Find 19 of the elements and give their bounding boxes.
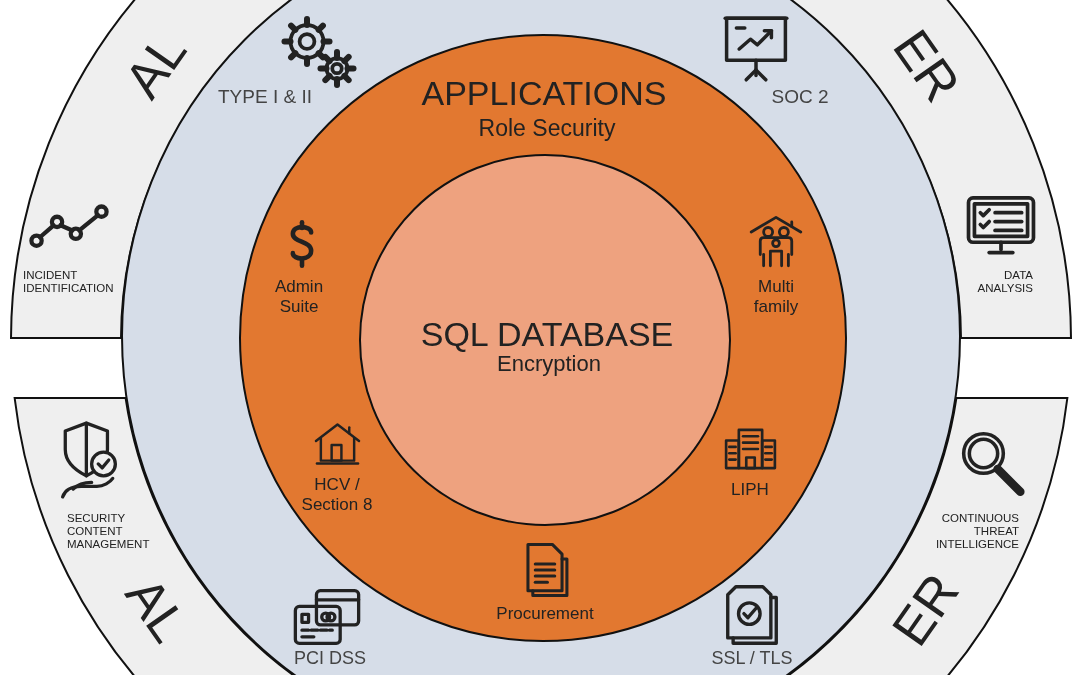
category-label: HCV / Section 8 (300, 475, 374, 515)
category-label: Procurement (496, 604, 594, 624)
category-label: Multi family (752, 277, 800, 317)
category-label: PCI DSS (294, 648, 366, 669)
category-label: TYPE I & II (218, 86, 312, 108)
category-label: Admin Suite (273, 277, 325, 317)
category-label: SECURITY CONTENT MANAGEMENT (67, 512, 151, 552)
ring-subtitle: Role Security (478, 114, 616, 142)
arc-text: ER (880, 563, 971, 657)
category-label: LIPH (731, 480, 769, 500)
category-label: DATA ANALYSIS (976, 269, 1033, 296)
arc-text: ER (881, 19, 972, 113)
category-label: INCIDENT IDENTIFICATION (23, 269, 115, 296)
arc-text: AL (113, 22, 199, 110)
category-label: SOC 2 (771, 86, 829, 108)
arc-text: AL (113, 566, 199, 654)
ring-title: APPLICATIONS (421, 74, 667, 114)
category-label: SSL / TLS (711, 648, 793, 669)
category-label: CONTINUOUS THREAT INTELLIGENCE (934, 512, 1019, 552)
